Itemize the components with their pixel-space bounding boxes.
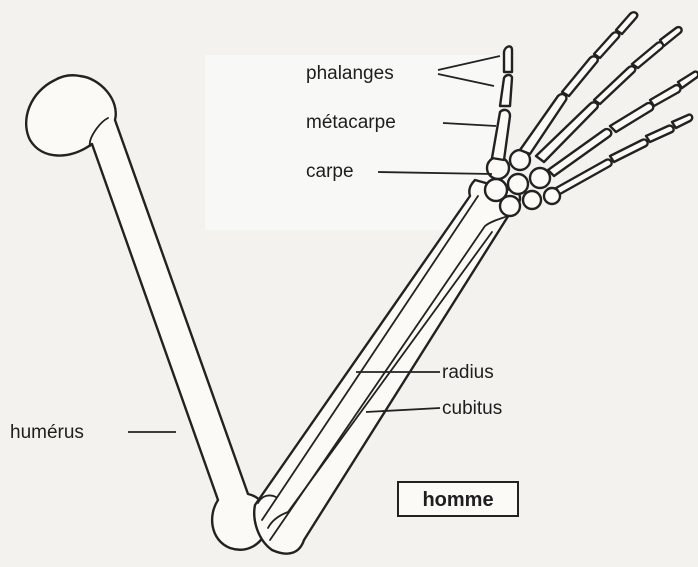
species-label-box: homme (398, 482, 518, 516)
label-cubitus: cubitus (442, 398, 502, 419)
label-homme: homme (422, 489, 493, 511)
label-phalanges: phalanges (306, 63, 394, 84)
label-humerus: humérus (10, 422, 84, 443)
label-radius: radius (442, 362, 494, 383)
label-metacarpe: métacarpe (306, 112, 396, 133)
finger-bones (520, 12, 698, 194)
label-carpe: carpe (306, 161, 354, 182)
